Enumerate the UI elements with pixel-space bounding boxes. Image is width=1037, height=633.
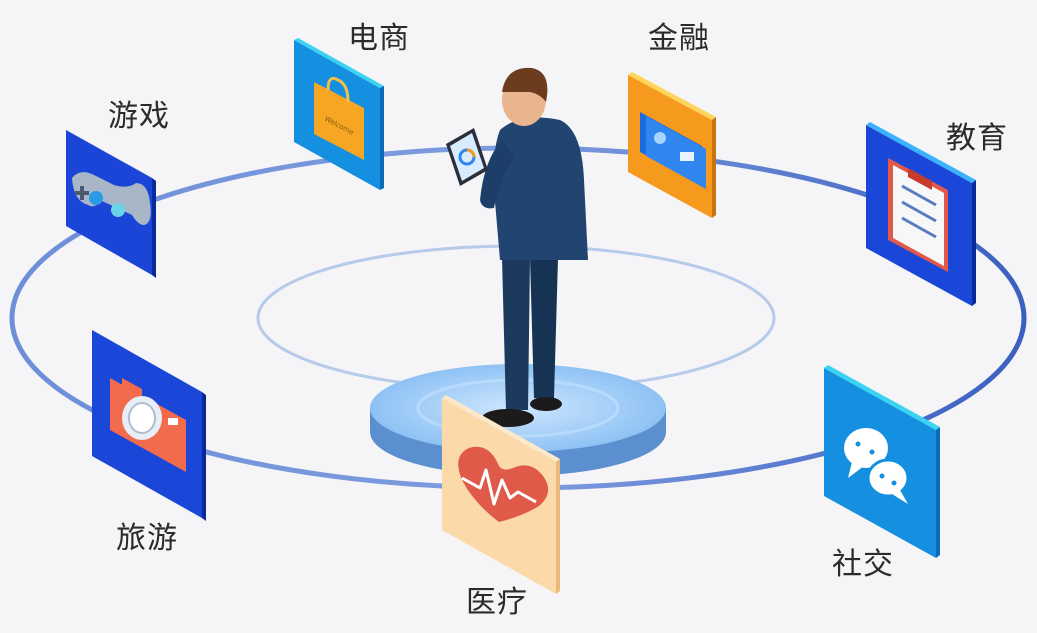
ecommerce-tile: Welcome <box>294 38 384 190</box>
label-education: 教育 <box>946 121 1008 156</box>
games-tile <box>66 130 156 278</box>
label-games: 游戏 <box>108 99 170 134</box>
camera-icon <box>110 378 186 472</box>
travel-tile <box>92 330 206 521</box>
label-social: 社交 <box>832 547 894 582</box>
label-medical: 医疗 <box>466 585 528 620</box>
credit-card-icon <box>640 112 706 189</box>
chat-bubbles-icon <box>844 428 910 504</box>
gamepad-icon <box>72 172 151 225</box>
social-tile <box>824 365 940 558</box>
shopping-bag-icon: Welcome <box>314 76 364 160</box>
label-travel: 旅游 <box>116 521 178 556</box>
clipboard-checklist-icon <box>888 158 948 272</box>
label-finance: 金融 <box>648 21 710 56</box>
heart-pulse-icon <box>458 446 549 522</box>
medical-tile <box>442 395 560 594</box>
businessman-figure <box>446 67 588 427</box>
finance-tile <box>628 72 716 218</box>
label-ecommerce: 电商 <box>348 21 410 56</box>
tablet-device <box>446 128 488 186</box>
education-tile <box>866 122 976 306</box>
